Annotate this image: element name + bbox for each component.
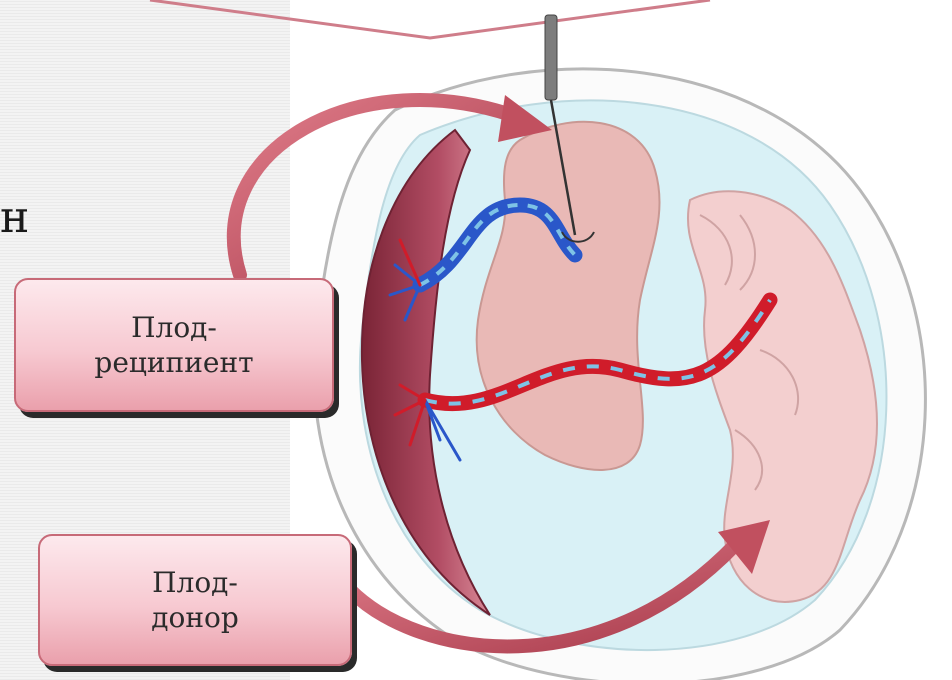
banner-pointer	[150, 0, 710, 38]
recipient-label-line1: Плод-	[131, 310, 217, 345]
recipient-fetus	[477, 122, 660, 470]
recipient-label: Плод- реципиент	[14, 278, 334, 412]
fetoscope	[545, 15, 557, 100]
donor-label-line2: донор	[151, 600, 239, 635]
donor-label: Плод- донор	[38, 534, 352, 666]
recipient-label-line2: реципиент	[94, 345, 253, 380]
donor-label-line1: Плод-	[152, 565, 238, 600]
